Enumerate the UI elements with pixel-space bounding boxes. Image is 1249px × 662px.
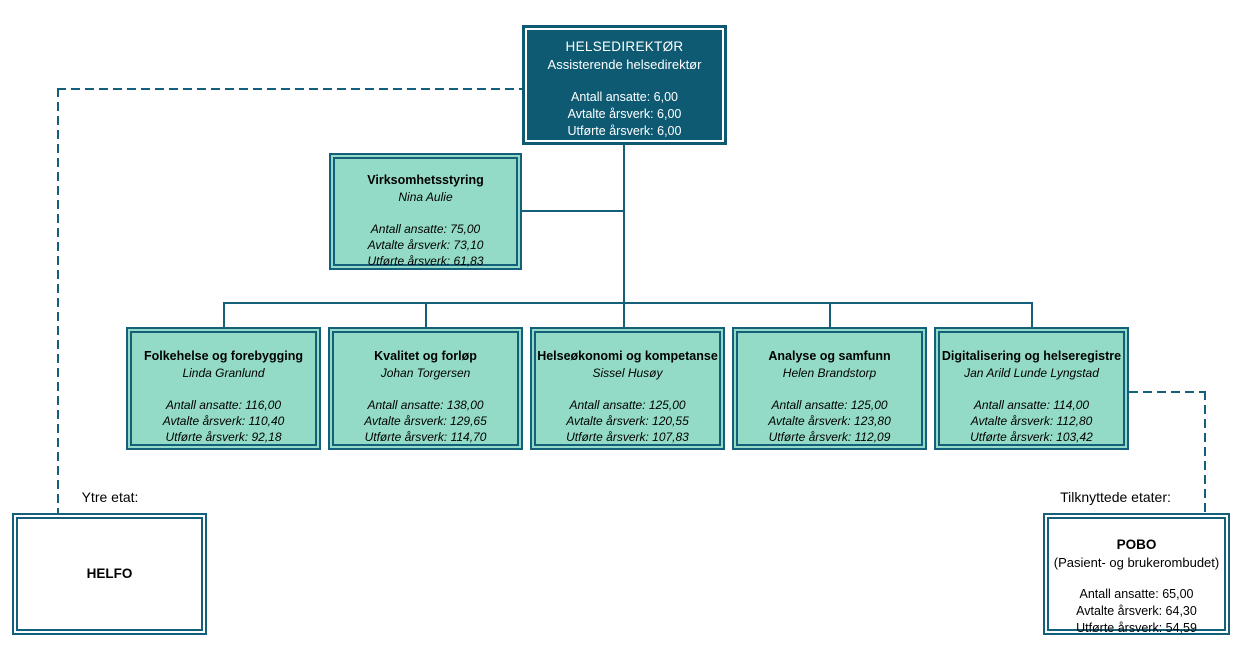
stat-antall-ansatte: Antall ansatte: 114,00 xyxy=(973,398,1090,412)
stat-avtalte-arsverk: Avtalte årsverk: 129,65 xyxy=(364,414,487,428)
division-title: Kvalitet og forløp xyxy=(374,349,477,363)
stat-utforte-arsverk: Utførte årsverk: 112,09 xyxy=(768,430,891,444)
division-box-helseokonomi-og-kompetanse: Helseøkonomi og kompetanse Sissel Husøy … xyxy=(530,327,725,450)
external-agency-box-helfo: HELFO xyxy=(12,513,207,635)
division-title: Helseøkonomi og kompetanse xyxy=(537,349,718,363)
division-leader: Johan Torgersen xyxy=(380,366,471,380)
stat-antall-ansatte: Antall ansatte: 125,00 xyxy=(771,398,888,412)
connector-dashed-affiliated-horizontal xyxy=(1129,391,1206,393)
stat-antall-ansatte: Antall ansatte: 116,00 xyxy=(165,398,282,412)
division-title: Analyse og samfunn xyxy=(768,349,891,363)
connector-drop-division-1 xyxy=(223,302,225,327)
affiliated-agency-subtitle: (Pasient- og brukerombudet) xyxy=(1053,555,1220,570)
stat-antall-ansatte: Antall ansatte: 75,00 xyxy=(370,222,481,236)
stat-avtalte-arsverk: Avtalte årsverk: 123,80 xyxy=(768,414,891,428)
division-box-kvalitet-og-forlop: Kvalitet og forløp Johan Torgersen Antal… xyxy=(328,327,523,450)
stat-utforte-arsverk: Utførte årsverk: 61,83 xyxy=(367,254,484,268)
external-agency-title: HELFO xyxy=(86,566,133,581)
director-subtitle: Assisterende helsedirektør xyxy=(547,57,702,72)
connector-drop-division-2 xyxy=(425,302,427,327)
stat-avtalte-arsverk: Avtalte årsverk: 6,00 xyxy=(567,107,682,121)
affiliated-agency-title: POBO xyxy=(1116,537,1157,552)
stat-utforte-arsverk: Utførte årsverk: 92,18 xyxy=(165,430,282,444)
stat-antall-ansatte: Antall ansatte: 6,00 xyxy=(570,90,679,104)
stat-utforte-arsverk: Utførte årsverk: 103,42 xyxy=(970,430,1093,444)
stat-utforte-arsverk: Utførte årsverk: 6,00 xyxy=(567,124,682,138)
connector-drop-division-5 xyxy=(1031,302,1033,327)
division-leader: Jan Arild Lunde Lyngstad xyxy=(964,366,1099,380)
staff-unit-title: Virksomhetsstyring xyxy=(367,173,484,187)
division-box-analyse-og-samfunn: Analyse og samfunn Helen Brandstorp Anta… xyxy=(732,327,927,450)
staff-unit-leader: Nina Aulie xyxy=(398,190,453,204)
director-title: HELSEDIREKTØR xyxy=(565,39,684,54)
connector-director-vertical xyxy=(623,145,625,327)
stat-utforte-arsverk: Utførte årsverk: 107,83 xyxy=(566,430,689,444)
connector-staff-unit xyxy=(522,210,625,212)
stat-antall-ansatte: Antall ansatte: 125,00 xyxy=(569,398,686,412)
stat-avtalte-arsverk: Avtalte årsverk: 120,55 xyxy=(566,414,689,428)
division-leader: Helen Brandstorp xyxy=(782,366,877,380)
division-title: Folkehelse og forebygging xyxy=(143,349,304,363)
connector-drop-division-4 xyxy=(829,302,831,327)
connector-dashed-external-horizontal xyxy=(57,88,522,90)
stat-avtalte-arsverk: Avtalte årsverk: 73,10 xyxy=(367,238,484,252)
division-box-digitalisering-og-helseregistre: Digitalisering og helseregistre Jan Aril… xyxy=(934,327,1129,450)
connector-dashed-affiliated-vertical xyxy=(1204,391,1206,513)
connector-dashed-external-vertical xyxy=(57,88,59,513)
stat-avtalte-arsverk: Avtalte årsverk: 110,40 xyxy=(162,414,285,428)
connector-main-horizontal xyxy=(223,302,1033,304)
director-box: HELSEDIREKTØR Assisterende helsedirektør… xyxy=(522,25,727,145)
stat-antall-ansatte: Antall ansatte: 65,00 xyxy=(1079,587,1194,601)
stat-utforte-arsverk: Utførte årsverk: 54,59 xyxy=(1076,621,1197,635)
affiliated-agency-box-pobo: POBO (Pasient- og brukerombudet) Antall … xyxy=(1043,513,1230,635)
division-title: Digitalisering og helseregistre xyxy=(941,349,1122,363)
division-leader: Linda Granlund xyxy=(182,366,265,380)
stat-utforte-arsverk: Utførte årsverk: 114,70 xyxy=(364,430,487,444)
external-agencies-label: Ytre etat: xyxy=(81,489,139,505)
stat-antall-ansatte: Antall ansatte: 138,00 xyxy=(367,398,484,412)
division-leader: Sissel Husøy xyxy=(592,366,663,380)
staff-unit-box: Virksomhetsstyring Nina Aulie Antall ans… xyxy=(329,153,522,270)
stat-avtalte-arsverk: Avtalte årsverk: 64,30 xyxy=(1076,604,1197,618)
division-box-folkehelse-og-forebygging: Folkehelse og forebygging Linda Granlund… xyxy=(126,327,321,450)
stat-avtalte-arsverk: Avtalte årsverk: 112,80 xyxy=(970,414,1093,428)
affiliated-agencies-label: Tilknyttede etater: xyxy=(1060,489,1171,505)
